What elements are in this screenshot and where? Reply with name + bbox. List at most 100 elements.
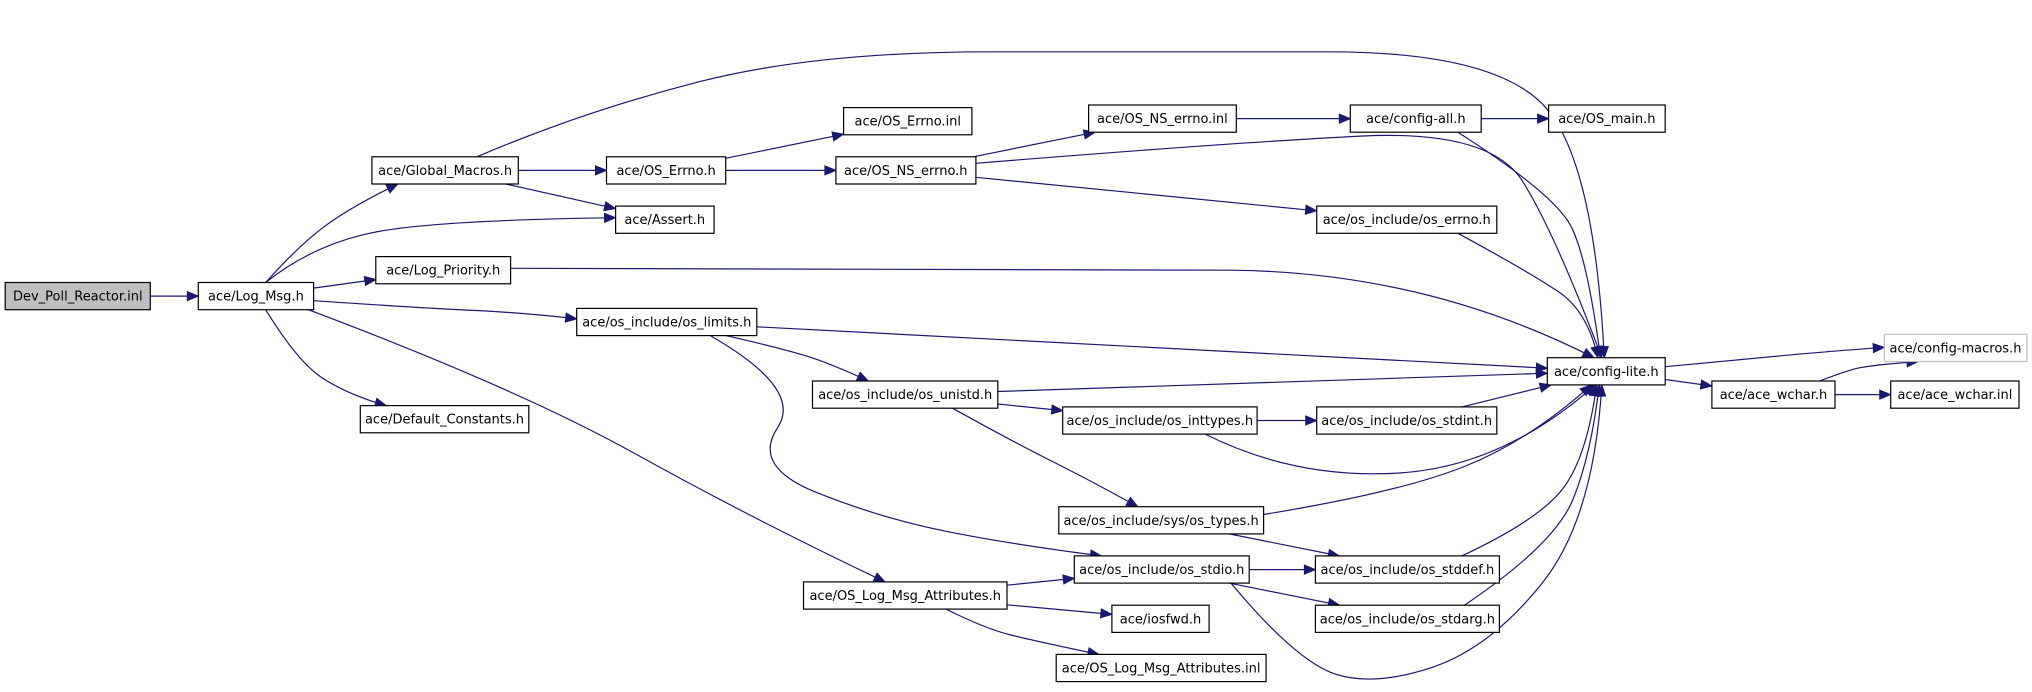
node-label: ace/os_include/os_inttypes.h <box>1067 414 1254 429</box>
node-box <box>1316 406 1498 435</box>
arrowhead-icon <box>1879 389 1893 400</box>
node-label: ace/OS_Log_Msg_Attributes.h <box>809 589 1000 604</box>
arrowhead-icon <box>1125 496 1139 508</box>
node-box <box>4 281 151 311</box>
edge-line <box>973 131 1096 158</box>
node-box <box>1883 333 2028 363</box>
node-iosfwd-h[interactable]: ace/iosfwd.h <box>1111 604 1210 634</box>
node-os-main-h[interactable]: ace/OS_main.h <box>1547 104 1666 133</box>
arrowhead-icon <box>1537 113 1550 124</box>
node-box <box>1062 406 1258 435</box>
node-os-ns-errno-h[interactable]: ace/OS_NS_errno.h <box>835 156 977 185</box>
arrowhead-icon <box>824 165 838 176</box>
node-box <box>576 307 758 337</box>
edge-os_errno_h-to-os_errno_inl <box>725 131 845 159</box>
edge-os_errno_h-to-os_ns_errno_h <box>725 165 838 176</box>
node-os-include-os-inttypes-h[interactable]: ace/os_include/os_inttypes.h <box>1062 406 1258 435</box>
node-os-include-os-unistd-h[interactable]: ace/os_include/os_unistd.h <box>811 380 999 409</box>
edge-line <box>1464 384 1600 606</box>
edge-line <box>510 267 1595 359</box>
node-os-log-msg-attributes-inl[interactable]: ace/OS_Log_Msg_Attributes.inl <box>1055 653 1267 683</box>
node-box <box>1073 555 1250 584</box>
edge-line <box>709 335 1102 557</box>
arrowhead-icon <box>564 312 579 323</box>
edge-line <box>1457 131 1602 358</box>
arrowhead-icon <box>1579 384 1593 397</box>
node-label: Dev_Poll_Reactor.inl <box>13 290 143 305</box>
edge-os_include_os_inttypes_h-to-os_include_os_stdint_h <box>1257 415 1319 426</box>
edge-os_include_os_stdint_h-to-config_lite_h <box>1461 382 1553 408</box>
edge-os_ns_errno_h-to-os_include_os_errno_h <box>975 176 1319 215</box>
arrowhead-icon <box>1535 368 1549 379</box>
node-default-constants-h[interactable]: ace/Default_Constants.h <box>359 405 530 434</box>
node-log-msg-h[interactable]: ace/Log_Msg.h <box>197 281 315 311</box>
node-global-macros-h[interactable]: ace/Global_Macros.h <box>371 156 519 185</box>
node-os-ns-errno-inl[interactable]: ace/OS_NS_errno.inl <box>1087 104 1237 133</box>
arrowhead-icon <box>1699 379 1714 390</box>
edge-global_macros_h-to-os_errno_h <box>518 165 608 176</box>
node-ace-wchar-h[interactable]: ace/ace_wchar.h <box>1711 380 1836 409</box>
node-box <box>1711 380 1836 409</box>
node-os-include-sys-os-types-h[interactable]: ace/os_include/sys/os_types.h <box>1058 506 1265 535</box>
edge-log_msg_h-to-os_log_msg_attributes_h <box>308 309 887 583</box>
node-os-include-os-stdint-h[interactable]: ace/os_include/os_stdint.h <box>1316 406 1498 435</box>
edge-line <box>1461 384 1598 557</box>
node-box <box>614 205 715 234</box>
edge-global_macros_h-to-assert_h <box>505 183 617 212</box>
node-box <box>1349 104 1482 133</box>
arrowhead-icon <box>595 165 608 176</box>
edge-dev_poll_reactor_inl-to-log_msg_h <box>150 290 200 302</box>
node-label: ace/ace_wchar.h <box>1720 388 1828 403</box>
node-os-include-os-limits-h[interactable]: ace/os_include/os_limits.h <box>576 307 758 337</box>
edge-os_log_msg_attributes_h-to-os_log_msg_attributes_inl <box>945 608 1101 658</box>
edge-os_include_os_limits_h-to-config_lite_h <box>756 326 1549 373</box>
node-box <box>359 405 530 434</box>
node-box <box>802 581 1008 610</box>
node-label: ace/os_include/os_stdio.h <box>1079 563 1244 578</box>
node-os-errno-inl[interactable]: ace/OS_Errno.inl <box>842 106 973 136</box>
edge-line <box>505 183 616 210</box>
node-label: ace/os_include/os_limits.h <box>582 316 751 331</box>
node-box <box>1111 604 1210 634</box>
arrowhead-icon <box>1303 564 1317 575</box>
node-config-all-h[interactable]: ace/config-all.h <box>1349 104 1482 133</box>
edge-line <box>1006 604 1112 615</box>
node-dev-poll-reactor-inl[interactable]: Dev_Poll_Reactor.inl <box>4 281 151 311</box>
node-os-include-os-stddef-h[interactable]: ace/os_include/os_stddef.h <box>1314 555 1501 584</box>
edge-line <box>725 335 869 382</box>
edge-line <box>1230 384 1603 680</box>
node-config-lite-h[interactable]: ace/config-lite.h <box>1546 357 1666 386</box>
node-os-errno-h[interactable]: ace/OS_Errno.h <box>605 156 727 185</box>
node-box <box>1547 104 1666 133</box>
node-os-include-os-stdio-h[interactable]: ace/os_include/os_stdio.h <box>1073 555 1250 584</box>
node-os-include-os-errno-h[interactable]: ace/os_include/os_errno.h <box>1316 205 1498 234</box>
arrowhead-icon <box>1592 383 1604 397</box>
edge-log_msg_h-to-default_constants_h <box>265 309 388 408</box>
node-box <box>371 156 519 185</box>
node-assert-h[interactable]: ace/Assert.h <box>614 205 715 234</box>
edge-line <box>997 372 1548 393</box>
edge-os_include_os_limits_h-to-os_include_os_stdio_h <box>709 335 1103 560</box>
node-config-macros-h[interactable]: ace/config-macros.h <box>1883 333 2028 363</box>
edge-line <box>265 183 399 283</box>
node-box <box>1055 653 1267 683</box>
node-label: ace/os_include/os_unistd.h <box>818 388 992 403</box>
node-label: ace/os_include/os_stdarg.h <box>1320 612 1495 627</box>
arrowhead-icon <box>603 200 617 212</box>
node-label: ace/os_include/sys/os_types.h <box>1063 514 1258 529</box>
node-box <box>1087 104 1237 133</box>
edge-os_log_msg_attributes_h-to-os_include_os_stdio_h <box>1006 574 1076 586</box>
edge-os_ns_errno_inl-to-config_all_h <box>1236 113 1352 124</box>
node-os-include-os-stdarg-h[interactable]: ace/os_include/os_stdarg.h <box>1314 604 1501 634</box>
edge-log_msg_h-to-log_priority_h <box>313 275 378 289</box>
node-box <box>1058 506 1265 535</box>
node-ace-wchar-inl[interactable]: ace/ace_wchar.inl <box>1890 380 2020 409</box>
node-box <box>835 156 977 185</box>
node-log-priority-h[interactable]: ace/Log_Priority.h <box>375 256 512 285</box>
node-label: ace/ace_wchar.inl <box>1897 388 2012 403</box>
edge-line <box>308 309 886 583</box>
edge-os_ns_errno_h-to-config_lite_h <box>975 134 1603 359</box>
arrowhead-icon <box>603 212 617 224</box>
node-os-log-msg-attributes-h[interactable]: ace/OS_Log_Msg_Attributes.h <box>802 581 1008 610</box>
edge-line <box>1457 232 1599 358</box>
